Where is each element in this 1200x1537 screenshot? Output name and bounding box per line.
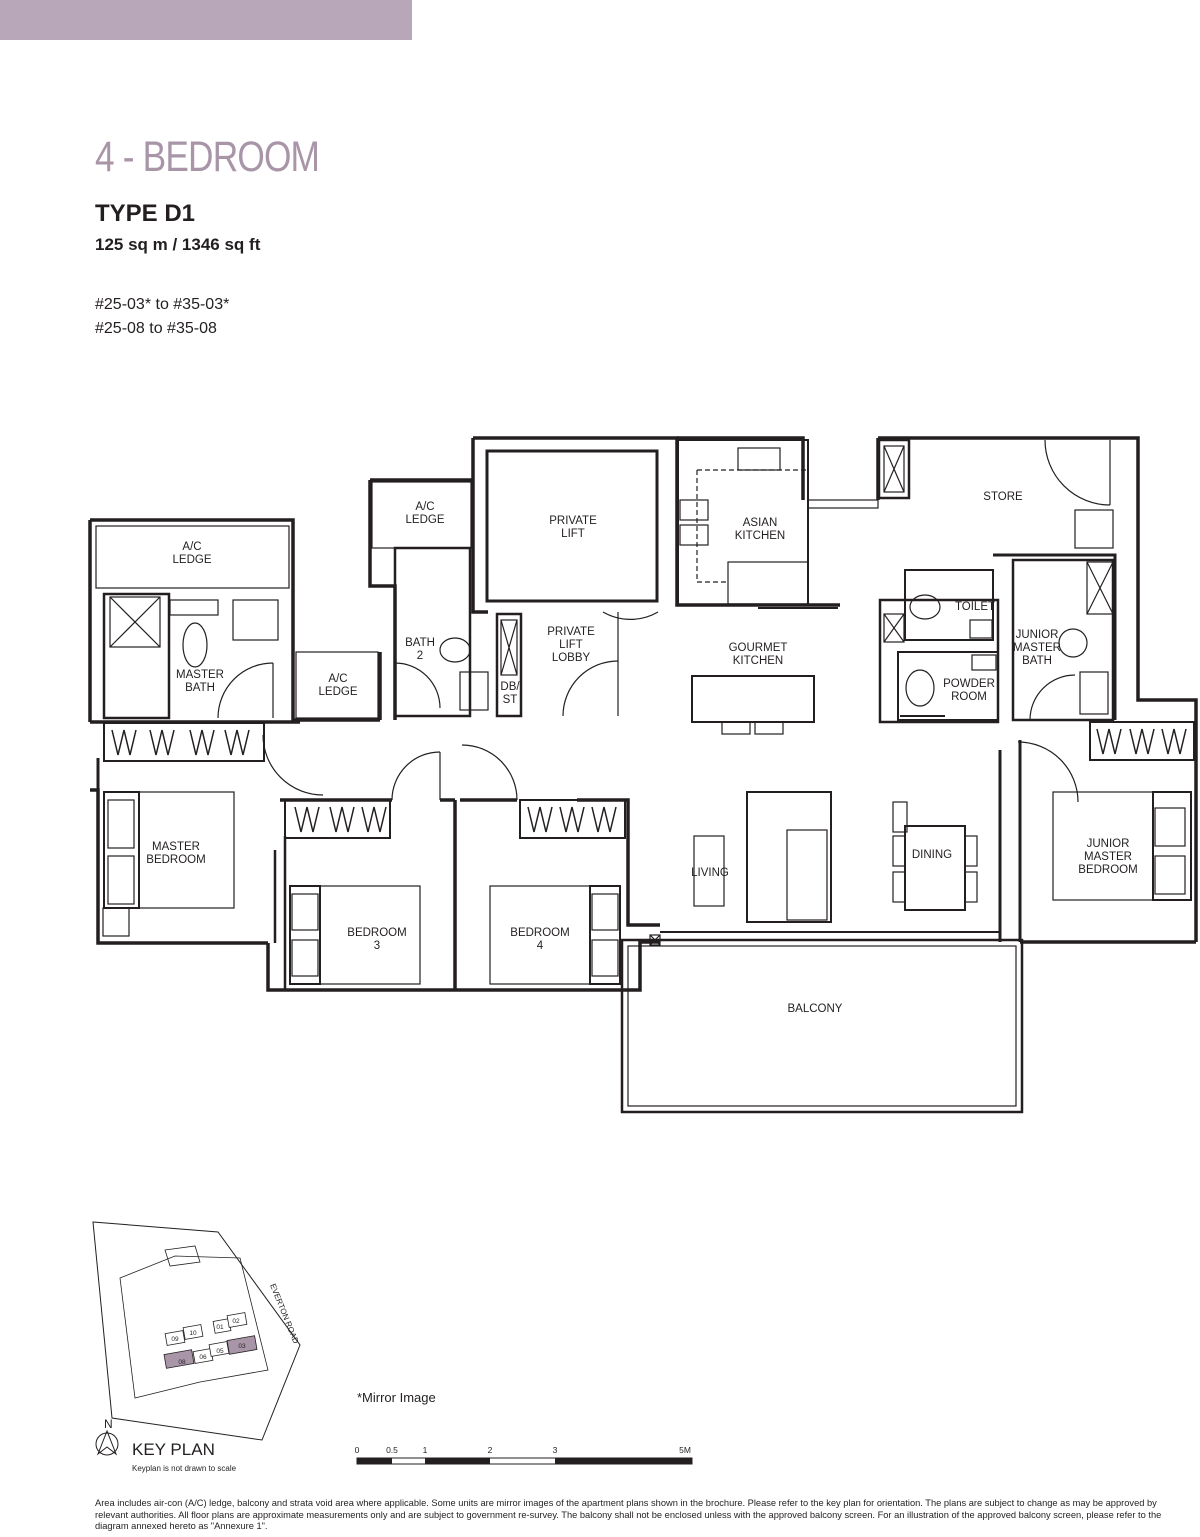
private-lift-label: PRIVATE xyxy=(549,515,597,527)
asian-kitchen-label: ASIAN xyxy=(743,517,778,529)
gourmet-kitchen-label: GOURMET xyxy=(729,642,788,654)
svg-text:02: 02 xyxy=(232,1318,240,1325)
toilet-label: TOILET xyxy=(955,601,995,613)
north-label: N xyxy=(104,1417,113,1431)
svg-text:01: 01 xyxy=(216,1324,224,1331)
private-lift-lobby-label: PRIVATE xyxy=(547,626,595,638)
ac-ledge-master-label: A/C xyxy=(182,541,201,553)
svg-text:09: 09 xyxy=(171,1336,179,1343)
dining-label: DINING xyxy=(912,849,952,861)
key-plan-label: KEY PLAN xyxy=(132,1440,215,1459)
bedroom-3-label: BEDROOM xyxy=(347,927,406,939)
svg-text:5M: 5M xyxy=(679,1445,691,1455)
disclaimer: Area includes air-con (A/C) ledge, balco… xyxy=(95,1498,1162,1531)
svg-text:DB/ST: DB/ST xyxy=(500,681,520,706)
svg-text:1: 1 xyxy=(423,1445,428,1455)
svg-text:05: 05 xyxy=(216,1348,224,1355)
ac-ledge-top-label: A/C xyxy=(415,501,434,513)
walls xyxy=(88,436,1198,1114)
svg-text:2: 2 xyxy=(488,1445,493,1455)
key-plan-note: Keyplan is not drawn to scale xyxy=(132,1464,237,1473)
key-plan: 09 10 01 02 03 05 06 08 EVERTON ROAD xyxy=(92,1221,301,1456)
header-accent-band xyxy=(0,0,412,40)
svg-text:08: 08 xyxy=(178,1359,186,1366)
svg-text:06: 06 xyxy=(199,1354,207,1361)
dbst-label: DB/ xyxy=(500,681,520,693)
svg-text:0: 0 xyxy=(355,1445,360,1455)
bedroom-4-label: BEDROOM xyxy=(510,927,569,939)
unit-range-2: #25-08 to #35-08 xyxy=(95,320,217,337)
svg-text:0.5: 0.5 xyxy=(386,1445,398,1455)
unit-03-highlight xyxy=(226,1335,258,1355)
balcony-label: BALCONY xyxy=(788,1003,843,1015)
living-label: LIVING xyxy=(691,867,729,879)
svg-text:03: 03 xyxy=(238,1343,246,1350)
site-boundary xyxy=(92,1221,301,1441)
junior-master-bedroom-label: JUNIOR xyxy=(1087,838,1130,850)
master-bath-label: MASTER xyxy=(176,669,224,681)
scale-bar: 0 0.5 1 2 3 5M xyxy=(355,1445,693,1465)
unit-type: TYPE D1 xyxy=(95,200,196,227)
svg-text:10: 10 xyxy=(189,1330,197,1337)
road-label: EVERTON ROAD xyxy=(268,1282,300,1345)
unit-numbers: #25-03* to #35-03* #25-08 to #35-08 xyxy=(95,293,229,341)
bath-2-label: BATH xyxy=(405,637,435,649)
master-bedroom-label: MASTER xyxy=(152,841,200,853)
powder-room-label: POWDER xyxy=(943,678,995,690)
junior-master-bath-label: JUNIOR xyxy=(1016,629,1059,641)
store-label: STORE xyxy=(983,491,1023,503)
north-arrow-icon xyxy=(95,1432,119,1456)
unit-08-highlight xyxy=(163,1349,195,1369)
unit-range-1: #25-03* to #35-03* xyxy=(95,296,230,313)
mirror-image-note: *Mirror Image xyxy=(357,1390,436,1405)
svg-text:3: 3 xyxy=(553,1445,558,1455)
ac-ledge-mid-label: A/C xyxy=(328,673,347,685)
unit-area: 125 sq m / 1346 sq ft xyxy=(95,235,261,254)
page-title: 4 - BEDROOM xyxy=(95,133,320,181)
